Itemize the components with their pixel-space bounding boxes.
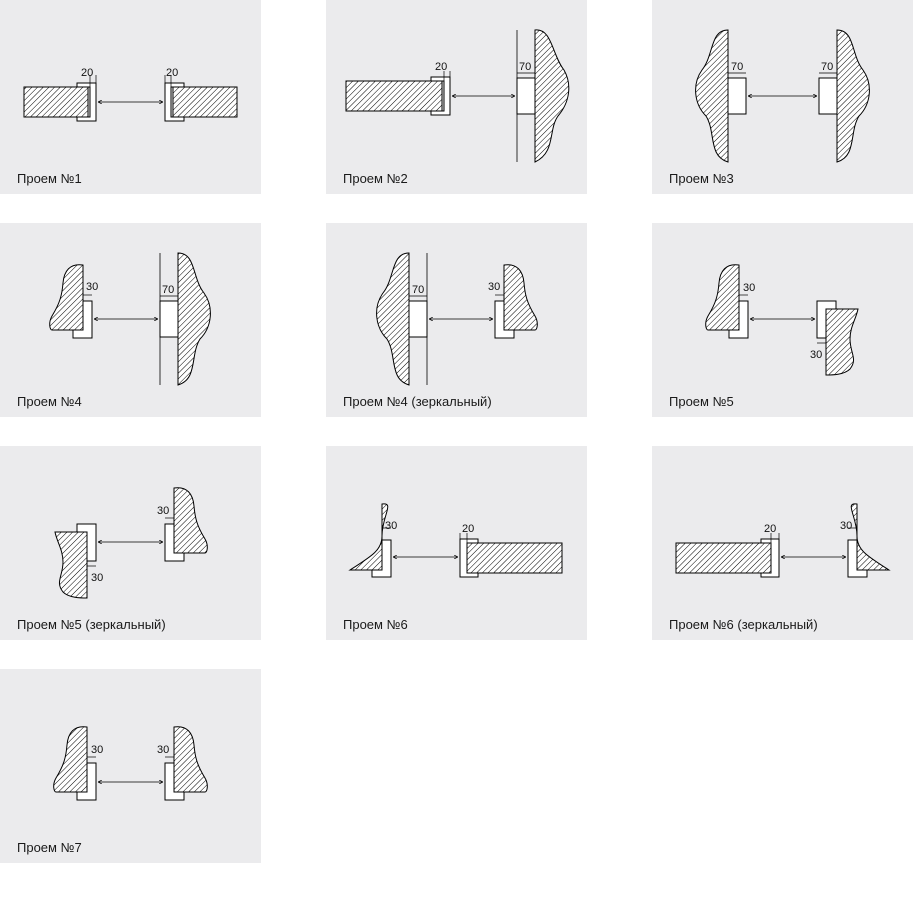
dim-label-left: 20 [435, 61, 447, 73]
dim-label-left: 70 [412, 284, 424, 296]
dim-label-bottom: 30 [91, 572, 103, 584]
opening-diagram-10: 30 30 [53, 726, 208, 801]
caption: Проем №1 [17, 171, 82, 186]
opening-diagram-4: 30 70 [49, 252, 211, 386]
opening-card-9: 20 30 Проем №6 (зеркальный) [652, 446, 913, 640]
dim-label-right: 70 [519, 61, 531, 73]
caption: Проем №2 [343, 171, 408, 186]
opening-diagram-9: 20 30 [675, 503, 891, 578]
opening-diagram-7: 30 30 [54, 487, 208, 599]
opening-diagram-5: 70 30 [376, 252, 538, 386]
opening-card-2: 20 70 Проем №2 [326, 0, 587, 194]
opening-card-4: 30 70 Проем №4 [0, 223, 261, 417]
dim-label-top: 30 [743, 282, 755, 294]
dim-label-top: 30 [157, 505, 169, 517]
caption: Проем №4 [17, 394, 82, 409]
caption: Проем №6 [343, 617, 408, 632]
dim-label-right: 20 [166, 67, 178, 79]
dim-label-right: 30 [157, 744, 169, 756]
caption: Проем №3 [669, 171, 734, 186]
opening-card-3: 70 70 Проем №3 [652, 0, 913, 194]
opening-diagram-3: 70 70 [695, 29, 870, 163]
caption: Проем №5 [669, 394, 734, 409]
caption: Проем №4 (зеркальный) [343, 394, 492, 409]
dim-label-right: 30 [488, 281, 500, 293]
opening-card-10: 30 30 Проем №7 [0, 669, 261, 863]
dim-label-bottom: 30 [810, 349, 822, 361]
dim-label-left: 20 [764, 523, 776, 535]
opening-diagram-1: 20 20 [23, 67, 238, 122]
dim-label-left: 30 [385, 520, 397, 532]
caption: Проем №7 [17, 840, 82, 855]
opening-diagram-2: 20 70 [345, 29, 570, 163]
opening-card-1: 20 20 Проем №1 [0, 0, 261, 194]
opening-diagram-8: 30 20 [348, 503, 563, 578]
opening-card-5: 70 30 Проем №4 (зеркальный) [326, 223, 587, 417]
opening-card-8: 30 20 Проем №6 [326, 446, 587, 640]
dim-label-right: 30 [840, 520, 852, 532]
dim-label-right: 70 [821, 61, 833, 73]
opening-card-7: 30 30 Проем №5 (зеркальный) [0, 446, 261, 640]
caption: Проем №6 (зеркальный) [669, 617, 818, 632]
dim-label-right: 70 [162, 284, 174, 296]
opening-card-6: 30 30 Проем №5 [652, 223, 913, 417]
dim-label-left: 20 [81, 67, 93, 79]
opening-diagram-6: 30 30 [705, 264, 859, 376]
dim-label-left: 30 [86, 281, 98, 293]
dim-label-left: 30 [91, 744, 103, 756]
caption: Проем №5 (зеркальный) [17, 617, 166, 632]
dim-label-right: 20 [462, 523, 474, 535]
dim-label-left: 70 [731, 61, 743, 73]
